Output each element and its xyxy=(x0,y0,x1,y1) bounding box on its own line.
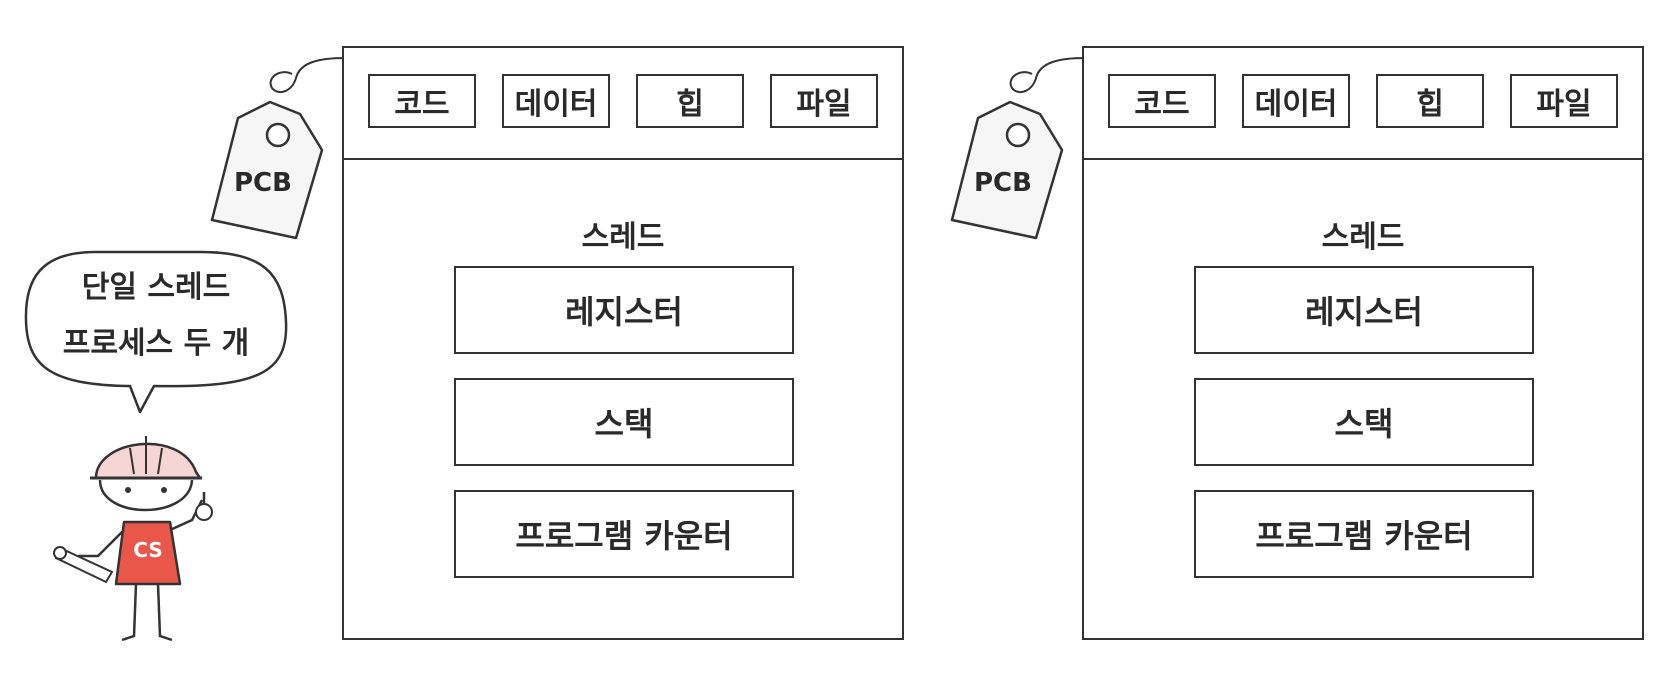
thread-program-counter: 프로그램 카운터 xyxy=(454,490,794,578)
process-divider xyxy=(344,158,902,160)
segment-heap: 힙 xyxy=(1376,74,1484,128)
segment-heap: 힙 xyxy=(636,74,744,128)
process-divider xyxy=(1084,158,1642,160)
thread-stack: 스택 xyxy=(1194,378,1534,466)
thread-stack: 스택 xyxy=(454,378,794,466)
thread-register: 레지스터 xyxy=(454,266,794,354)
speech-bubble-line-1: 단일 스레드 xyxy=(81,270,231,305)
segment-file: 파일 xyxy=(770,74,878,128)
speech-bubble: 단일 스레드 프로세스 두 개 xyxy=(30,260,282,372)
mascot-illustration xyxy=(53,436,213,642)
segment-code: 코드 xyxy=(368,74,476,128)
thread-program-counter: 프로그램 카운터 xyxy=(1194,490,1534,578)
thread-title: 스레드 xyxy=(581,220,665,255)
segment-data: 데이터 xyxy=(502,74,610,128)
process-1: 코드 데이터 힙 파일 스레드 레지스터 스택 프로그램 카운터 xyxy=(342,46,904,640)
pcb-label-1: PCB xyxy=(234,168,292,198)
pcb-label-2: PCB xyxy=(974,168,1032,198)
segment-code: 코드 xyxy=(1108,74,1216,128)
speech-bubble-shape xyxy=(24,250,288,414)
pcb-tag-2 xyxy=(950,57,1086,240)
segment-data: 데이터 xyxy=(1242,74,1350,128)
speech-bubble-line-2: 프로세스 두 개 xyxy=(62,326,250,361)
pcb-tag-1 xyxy=(210,57,346,240)
segment-file: 파일 xyxy=(1510,74,1618,128)
thread-register: 레지스터 xyxy=(1194,266,1534,354)
process-2: 코드 데이터 힙 파일 스레드 레지스터 스택 프로그램 카운터 xyxy=(1082,46,1644,640)
mascot-shirt-label: CS xyxy=(133,538,163,562)
thread-title: 스레드 xyxy=(1321,220,1405,255)
